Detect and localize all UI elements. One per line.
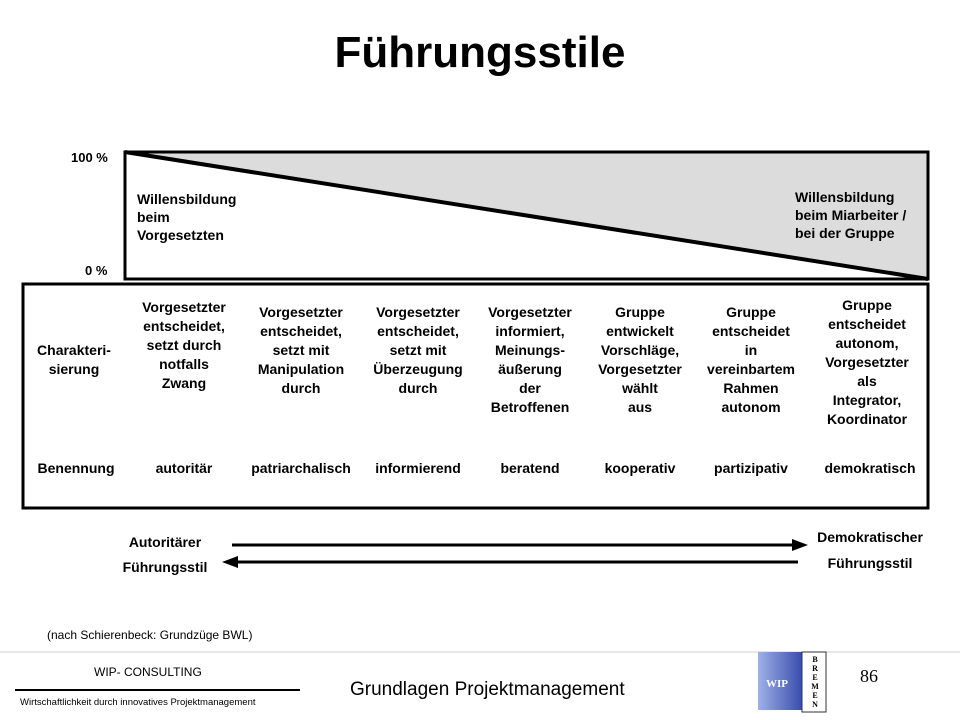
- willensbildung-left: Willensbildung beim Vorgesetzten: [137, 190, 236, 244]
- description-line: autonom: [721, 399, 781, 415]
- continuum-left-line: Autoritärer: [128, 534, 202, 550]
- description-line: Überzeugung: [373, 361, 463, 377]
- style-description: Gruppe entwickelt Vorschläge, Vorgesetzt…: [580, 303, 700, 417]
- description-line: durch: [398, 380, 438, 396]
- axis-label-bottom: 0 %: [85, 263, 108, 278]
- wb-right-line: bei der Gruppe: [795, 225, 895, 241]
- description-line: der: [519, 380, 541, 396]
- decision-diagonal: [124, 150, 929, 281]
- arrow-left-head: [222, 556, 238, 568]
- description-line: äußerung: [498, 361, 562, 377]
- description-line: Manipulation: [257, 361, 345, 377]
- style-description: Vorgesetzter entscheidet, setzt mit Über…: [357, 303, 479, 398]
- description-line: durch: [281, 380, 321, 396]
- description-line: Rahmen: [723, 380, 779, 396]
- description-line: Gruppe: [842, 297, 892, 313]
- description-line: Vorgesetzter: [488, 304, 572, 320]
- description-line: setzt mit: [389, 342, 447, 358]
- description-line: setzt durch: [146, 337, 222, 353]
- style-description: Vorgesetzter entscheidet, setzt mit Mani…: [240, 303, 362, 398]
- style-name: patriarchalisch: [251, 460, 351, 476]
- style-name: informierend: [375, 460, 461, 476]
- styles-table: [21, 282, 930, 510]
- description-line: Vorschläge,: [600, 342, 680, 358]
- arrow-right-head: [792, 539, 808, 551]
- row-label-characterization: Charakteri- sierung: [26, 341, 122, 379]
- style-name: kooperativ: [604, 460, 676, 476]
- description-line: Vorgesetzter: [376, 304, 460, 320]
- style-description: Gruppe entscheidet autonom, Vorgesetzter…: [806, 296, 928, 429]
- logo-graphic: [758, 651, 827, 713]
- description-line: notfalls: [159, 356, 209, 372]
- description-line: entscheidet,: [143, 318, 225, 334]
- logo-letter: N: [812, 700, 818, 709]
- continuum-left-label: Autoritärer Führungsstil: [105, 530, 225, 580]
- description-line: wählt: [622, 380, 658, 396]
- description-line: Meinungs-: [495, 342, 565, 358]
- logo-letter: B: [812, 655, 818, 664]
- description-line: informiert,: [495, 323, 565, 339]
- wb-left-line: Vorgesetzten: [137, 227, 224, 243]
- footer-company: WIP- CONSULTING: [94, 665, 202, 679]
- source-note: (nach Schierenbeck: Grundzüge BWL): [47, 628, 253, 642]
- description-line: Koordinator: [826, 411, 908, 427]
- axis-label-top: 100 %: [71, 150, 108, 165]
- wb-right-line: Willensbildung: [795, 189, 895, 205]
- page-number: 86: [860, 666, 878, 686]
- description-line: Betroffenen: [490, 399, 570, 415]
- logo-letter: R: [812, 664, 818, 673]
- continuum-right-label: Demokratischer Führungsstil: [795, 524, 945, 576]
- decision-panel-border: [123, 150, 930, 281]
- description-line: Gruppe: [726, 304, 776, 320]
- description-line: Vorgesetzter: [259, 304, 343, 320]
- style-description: Vorgesetzter informiert, Meinungs- äußer…: [470, 303, 590, 417]
- description-line: Integrator,: [832, 392, 902, 408]
- style-name: autoritär: [155, 460, 213, 476]
- footer-course: Grundlagen Projektmanagement: [350, 679, 625, 700]
- logo-text: WIP: [766, 678, 788, 690]
- style-name: beratend: [500, 460, 560, 476]
- description-line: entscheidet,: [377, 323, 459, 339]
- wb-left-line: Willensbildung: [137, 191, 237, 207]
- description-line: setzt mit: [272, 342, 330, 358]
- description-line: Gruppe: [615, 304, 665, 320]
- wb-left-line: beim: [137, 209, 170, 225]
- logo-letter: E: [812, 673, 818, 682]
- description-line: entscheidet: [828, 316, 906, 332]
- footer-tagline: Wirtschaftlichkeit durch innovatives Pro…: [20, 697, 256, 708]
- logo-letters: B R E M E N: [809, 655, 821, 709]
- description-line: als: [857, 373, 877, 389]
- description-line: Vorgesetzter: [598, 361, 682, 377]
- willensbildung-right: Willensbildung beim Miarbeiter / bei der…: [795, 188, 906, 242]
- description-line: entscheidet,: [260, 323, 342, 339]
- wb-right-line: beim Miarbeiter /: [795, 207, 907, 223]
- style-name: demokratisch: [824, 460, 916, 476]
- continuum-right-line: Demokratischer: [817, 529, 923, 545]
- continuum-right-line: Führungsstil: [827, 555, 913, 571]
- style-description: Gruppe entscheidet in vereinbartem Rahme…: [690, 303, 812, 417]
- description-line: autonom,: [835, 335, 899, 351]
- logo-letter: M: [811, 682, 819, 691]
- row-label-line: Charakteri-: [37, 342, 111, 358]
- continuum-left-line: Führungsstil: [122, 559, 208, 575]
- description-line: vereinbartem: [707, 361, 795, 377]
- row-label-naming: Benennung: [37, 460, 115, 476]
- wip-bremen-logo: WIP B R E M E N: [758, 650, 828, 714]
- description-line: Vorgesetzter: [142, 299, 226, 315]
- page-title: Führungsstile: [334, 28, 626, 77]
- description-line: Zwang: [161, 375, 207, 391]
- description-line: in: [744, 342, 758, 358]
- description-line: aus: [627, 399, 653, 415]
- style-name: partizipativ: [714, 460, 788, 476]
- row-label-line: sierung: [48, 361, 100, 377]
- style-description: Vorgesetzter entscheidet, setzt durch no…: [125, 298, 243, 393]
- description-line: entscheidet: [712, 323, 790, 339]
- logo-letter: E: [812, 691, 818, 700]
- description-line: entwickelt: [606, 323, 674, 339]
- description-line: Vorgesetzter: [825, 354, 909, 370]
